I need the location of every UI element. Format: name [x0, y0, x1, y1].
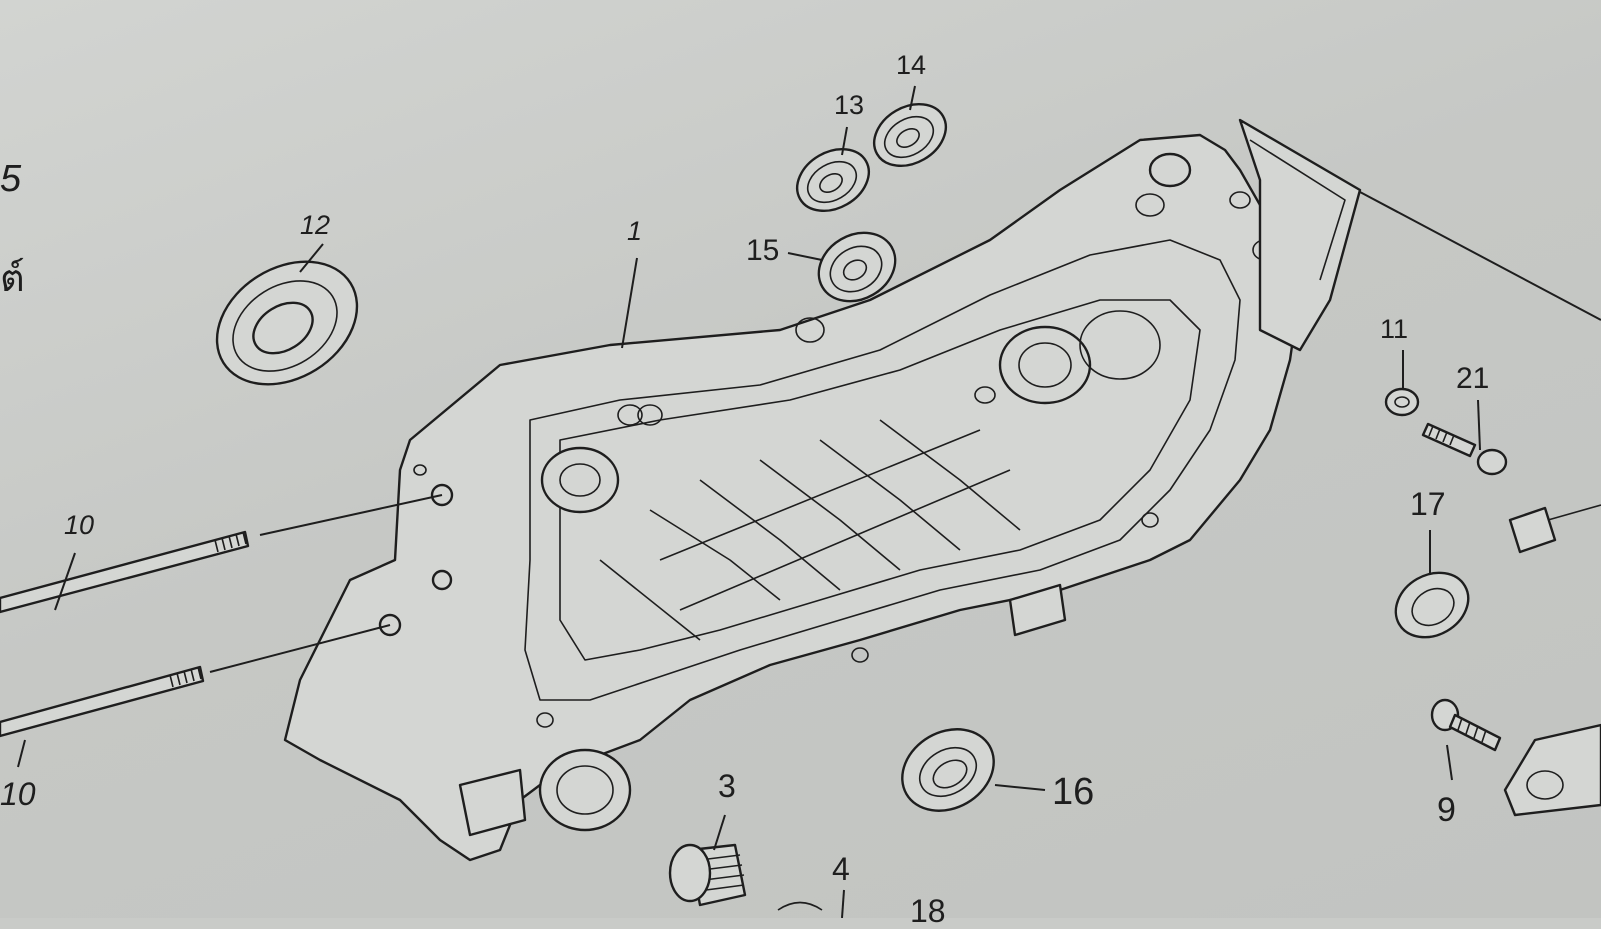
seal-17 — [1394, 571, 1470, 639]
bearing-13 — [796, 147, 870, 213]
callout-12: 12 — [300, 210, 331, 240]
crankcase-half — [283, 118, 1362, 862]
callout-13: 13 — [834, 90, 865, 120]
bolt-21 — [1421, 422, 1508, 476]
bearing-15 — [817, 231, 897, 303]
bearing-12 — [215, 260, 359, 386]
sensor-connector — [1508, 504, 1601, 554]
callout-21: 21 — [1456, 362, 1490, 395]
bearing-14 — [873, 102, 947, 168]
thai-text-fragment: ต์ — [0, 258, 25, 300]
bracket-part — [1503, 723, 1601, 817]
callout-14: 14 — [896, 50, 927, 80]
section-number: 5 — [0, 158, 22, 200]
callout-4: 4 — [832, 851, 850, 887]
stud-bolt-10-upper — [0, 530, 250, 614]
washer-4 — [777, 901, 823, 911]
callout-17: 17 — [1410, 486, 1446, 522]
callout-10-upper: 10 — [64, 510, 95, 540]
washer-11 — [1384, 387, 1420, 417]
callout-3: 3 — [718, 768, 736, 804]
leader-lines — [17, 85, 1601, 918]
bolt-3 — [668, 843, 747, 907]
callout-1: 1 — [627, 216, 643, 246]
bolt-9 — [1430, 698, 1502, 752]
callout-11: 11 — [1380, 314, 1409, 344]
callout-18: 18 — [910, 893, 946, 929]
callout-15: 15 — [746, 234, 780, 267]
callout-9: 9 — [1437, 791, 1456, 829]
callout-16: 16 — [1052, 771, 1095, 813]
seal-16 — [901, 728, 995, 812]
callout-10-lower: 10 — [0, 776, 36, 812]
stud-bolt-10-lower — [0, 665, 205, 738]
